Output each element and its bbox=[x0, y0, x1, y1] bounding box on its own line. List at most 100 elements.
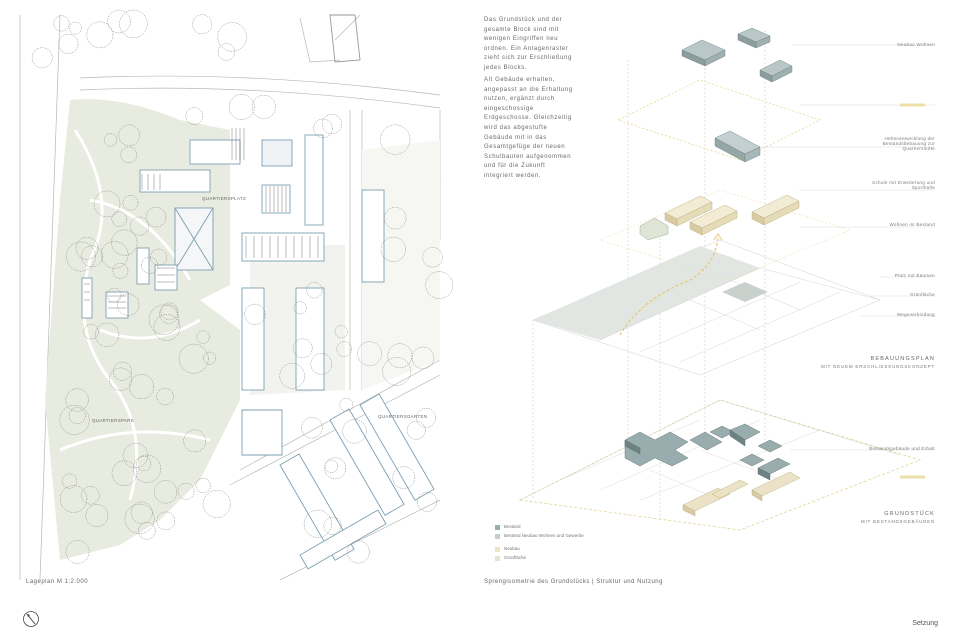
tree-canopy bbox=[357, 341, 382, 366]
tree-canopy bbox=[81, 486, 100, 505]
tree-canopy bbox=[292, 338, 313, 359]
quartierspark-green-area bbox=[45, 99, 240, 561]
tree-canopy bbox=[53, 15, 70, 32]
label-quartiersplatz: QUARTIERSPLATZ bbox=[202, 196, 247, 201]
tree-canopy bbox=[83, 324, 99, 340]
legend-item: Neubau bbox=[495, 546, 585, 552]
tree-canopy bbox=[380, 124, 411, 155]
site-plan-caption: Lageplan M 1:2.000 bbox=[26, 579, 89, 585]
tree-canopy bbox=[301, 417, 323, 439]
tree-canopy bbox=[156, 511, 176, 531]
tree-canopy bbox=[417, 492, 437, 512]
tree-canopy bbox=[109, 367, 133, 391]
tree-canopy bbox=[59, 404, 90, 435]
label-development-title: BEBAUUNGSPLAN bbox=[870, 356, 935, 362]
tree-canopy bbox=[228, 94, 255, 120]
page-label: Setzung bbox=[912, 620, 938, 627]
tree-canopy bbox=[217, 22, 247, 52]
tree-canopy bbox=[313, 118, 333, 139]
tree-canopy bbox=[111, 229, 138, 256]
tree-canopy bbox=[112, 361, 132, 381]
tree-canopy bbox=[244, 303, 266, 325]
tree-canopy bbox=[130, 501, 153, 524]
park-paths bbox=[59, 129, 211, 501]
tree-canopy bbox=[422, 247, 443, 268]
tree-canopy bbox=[154, 480, 178, 504]
tree-canopy bbox=[159, 304, 179, 324]
tree-canopy bbox=[103, 133, 118, 147]
tree-canopy bbox=[69, 21, 82, 35]
label-school: Schule mit Erweiterung und Sporthalle bbox=[872, 180, 935, 190]
tree-canopy bbox=[119, 9, 148, 39]
tree-canopy bbox=[122, 194, 139, 211]
site-plan-drawing bbox=[19, 9, 453, 580]
tree-canopy bbox=[75, 237, 99, 260]
tree-canopy bbox=[334, 325, 348, 339]
label-height-note: Höhenentwicklung der Bestandsbebauung zu… bbox=[882, 136, 935, 151]
tree-canopy bbox=[112, 262, 129, 279]
existing-new-housing-tier bbox=[682, 471, 801, 517]
tree-canopy bbox=[133, 454, 161, 483]
tree-canopy bbox=[65, 388, 89, 412]
tree-canopy bbox=[160, 302, 179, 321]
top-yellow-outline bbox=[616, 79, 822, 161]
label-site-sub: MIT BESTANDSGEBÄUDEN bbox=[860, 519, 935, 524]
tree-canopy bbox=[117, 293, 140, 316]
north-arrow-icon: N bbox=[22, 610, 40, 628]
tree-canopy bbox=[58, 33, 79, 54]
axonometry-caption: Sprengisometrie des Grundstücks | Strukt… bbox=[484, 579, 663, 585]
tree-canopy bbox=[65, 540, 90, 564]
tree-canopy bbox=[145, 207, 167, 228]
tree-canopy bbox=[81, 245, 103, 268]
intro-paragraph-2: Alt Gebäude erhalten, angepasst an die E… bbox=[484, 77, 573, 179]
tree-canopy bbox=[416, 407, 436, 428]
tree-canopy bbox=[347, 540, 370, 564]
tree-canopy bbox=[323, 516, 342, 535]
tree-canopy bbox=[59, 485, 88, 513]
label-existing-note: Bestandsgebäude und Erhalt bbox=[869, 446, 935, 451]
hatched-structures bbox=[84, 128, 319, 309]
tree-canopy bbox=[106, 287, 122, 303]
label-site-title: GRUNDSTÜCK bbox=[884, 511, 935, 517]
legend-text: Bestand bbox=[504, 524, 521, 529]
tree-canopy bbox=[177, 482, 195, 500]
tree-canopy bbox=[251, 94, 276, 119]
top-tier-buildings bbox=[681, 27, 793, 163]
tree-canopy bbox=[384, 206, 407, 230]
legend-swatch bbox=[495, 524, 500, 530]
tree-canopy bbox=[86, 21, 114, 49]
tree-canopy bbox=[310, 353, 333, 375]
tree-canopy bbox=[279, 363, 305, 389]
tree-canopy bbox=[100, 241, 129, 269]
tree-canopy bbox=[124, 503, 155, 534]
label-housing: Wohnen im Bestand bbox=[889, 222, 935, 227]
tree-canopy bbox=[387, 343, 413, 369]
tree-canopy bbox=[31, 47, 53, 69]
tree-canopy bbox=[68, 407, 86, 425]
tree-canopy bbox=[66, 241, 96, 272]
tree-canopy bbox=[153, 314, 181, 341]
tree-canopy bbox=[217, 43, 236, 61]
tree-canopy bbox=[93, 190, 121, 218]
tree-canopy bbox=[185, 107, 204, 125]
legend-text: Grünfläche bbox=[504, 555, 527, 560]
legend-swatch bbox=[495, 555, 500, 561]
label-path: Wegeverbindung bbox=[896, 312, 935, 317]
tree-canopy bbox=[392, 466, 416, 489]
tree-canopy bbox=[120, 146, 138, 164]
legend-item: Bestand Neubau Wohnen und Gewerbe bbox=[495, 533, 585, 539]
tree-canopy bbox=[62, 473, 77, 489]
tree-canopy bbox=[118, 124, 140, 147]
tree-canopy bbox=[202, 489, 231, 518]
tree-canopy bbox=[122, 443, 148, 469]
tree-canopy bbox=[339, 397, 354, 412]
tree-canopy bbox=[107, 9, 131, 34]
tree-canopy bbox=[303, 509, 332, 538]
tree-canopy bbox=[136, 456, 152, 471]
tree-canopy bbox=[306, 282, 323, 299]
tree-canopy bbox=[203, 351, 217, 365]
tree-canopy bbox=[183, 429, 206, 453]
tree-canopy bbox=[380, 236, 406, 262]
tree-canopy bbox=[293, 301, 307, 315]
tree-canopy bbox=[138, 522, 156, 540]
